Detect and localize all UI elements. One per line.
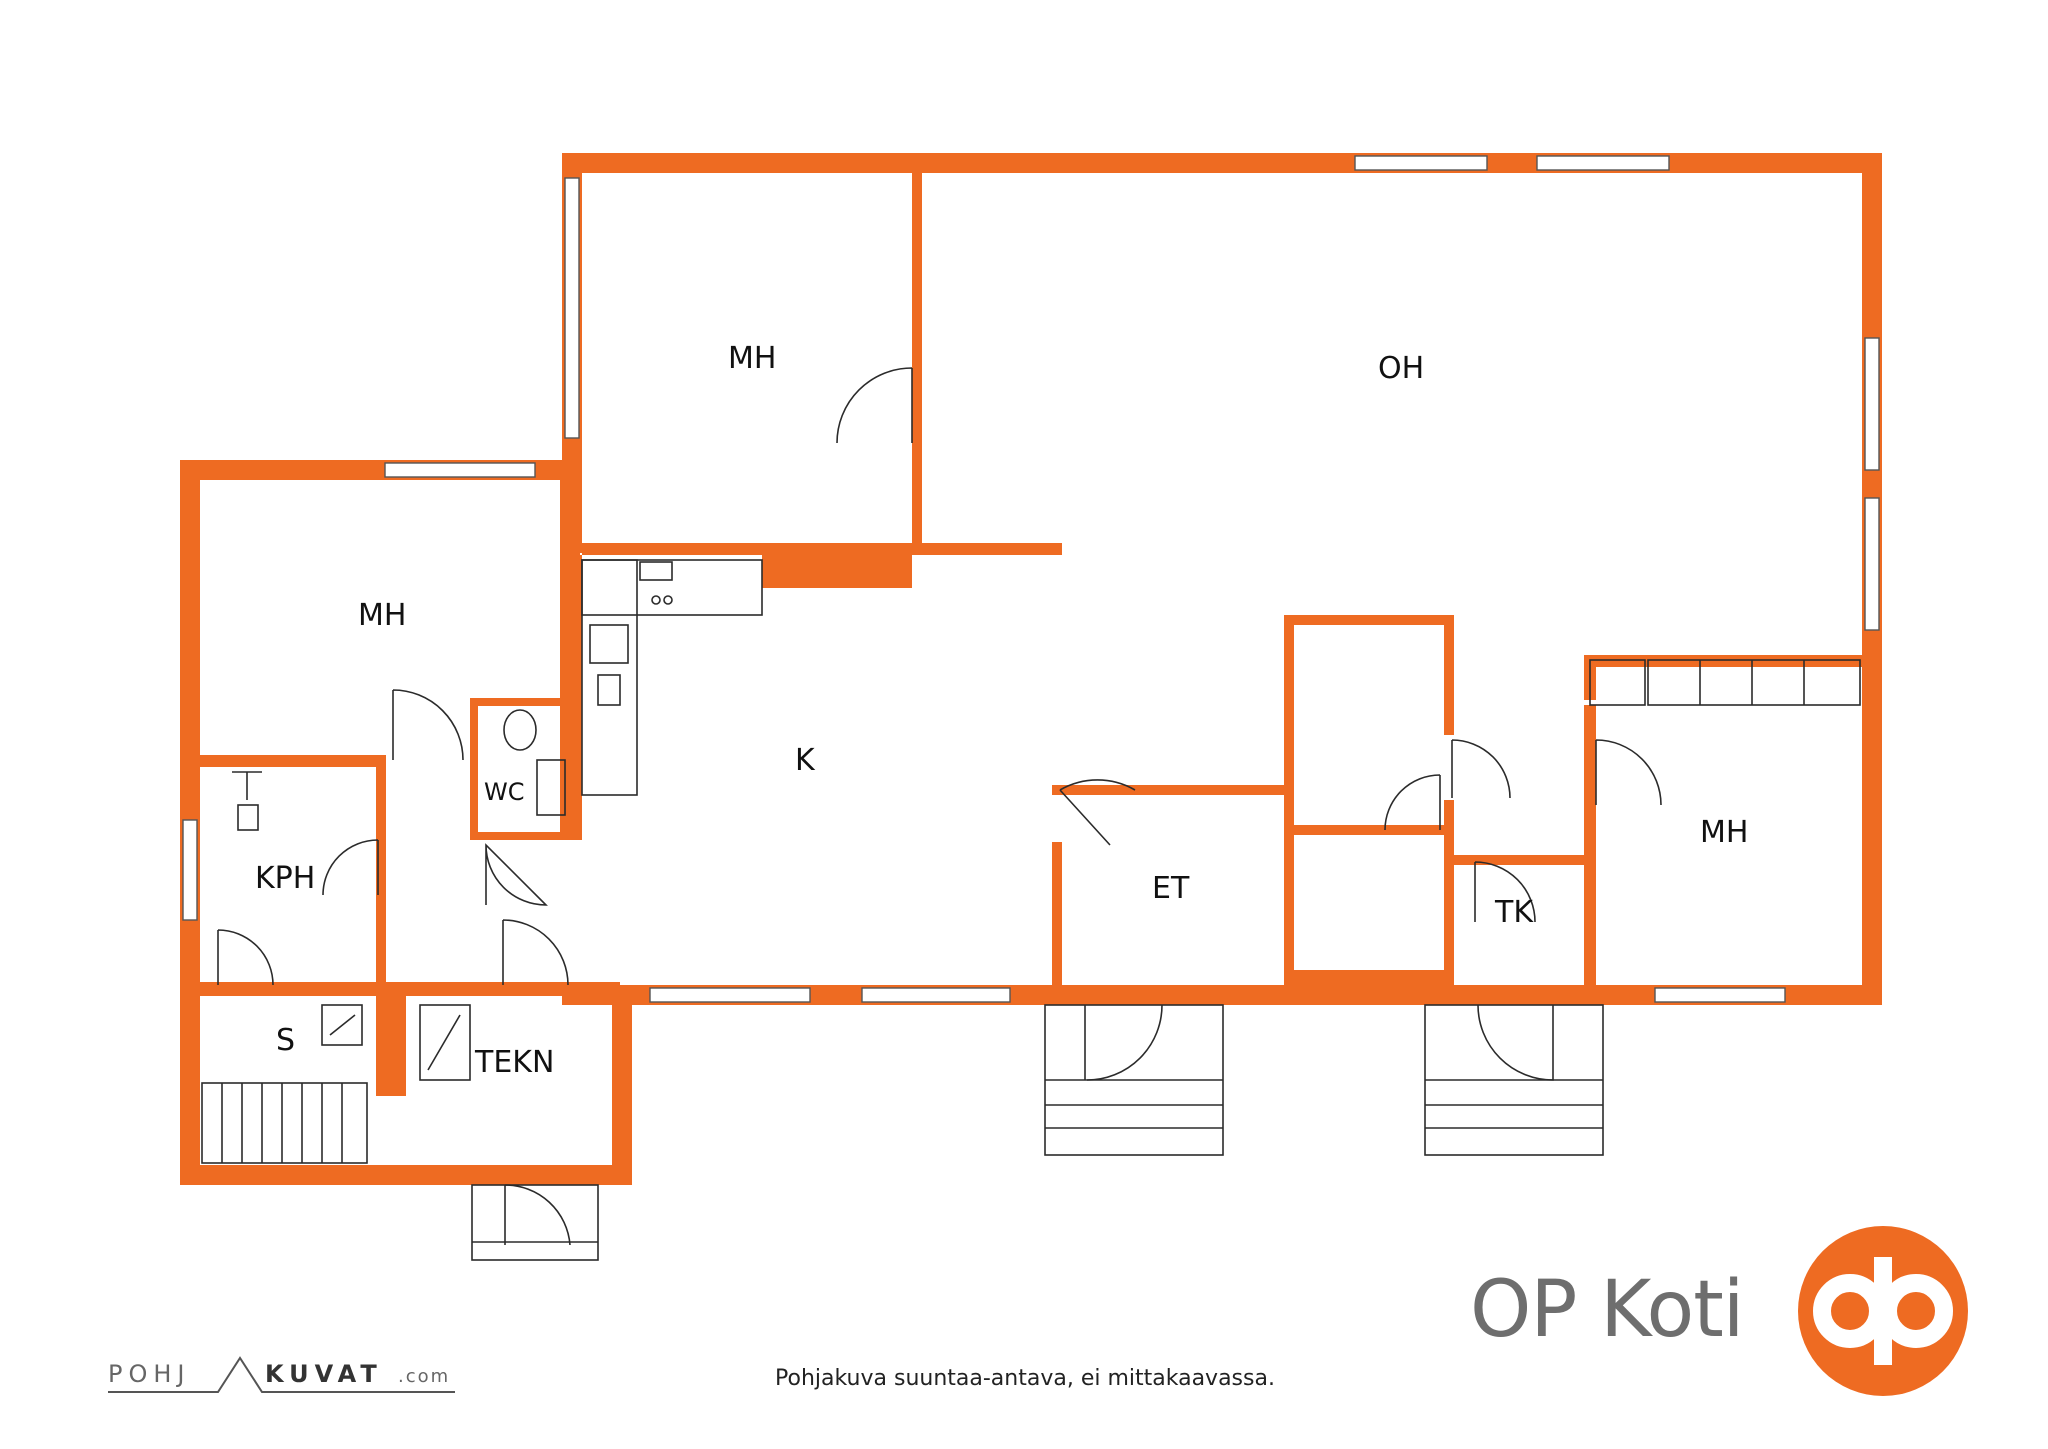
- fixtures: [232, 559, 1861, 1081]
- room-label-tk: TK: [1494, 895, 1534, 930]
- room-labels: MH OH MH K WC KPH ET TK MH S TEKN: [255, 341, 1748, 1080]
- stairs-and-porches: [201, 1004, 1604, 1261]
- pohjakuvat-logo-line: [108, 1356, 455, 1393]
- disclaimer-text: Pohjakuva suuntaa-antava, ei mittakaavas…: [775, 1366, 1275, 1391]
- op-koti-wordmark: OP Koti: [1470, 1265, 1744, 1355]
- windows: [182, 155, 1880, 1003]
- room-label-s: S: [276, 1023, 295, 1058]
- room-label-et: ET: [1152, 871, 1190, 906]
- doors: [217, 367, 1662, 1246]
- room-label-tekn: TEKN: [474, 1045, 554, 1080]
- room-label-mh-left: MH: [358, 598, 406, 633]
- room-label-mh-top: MH: [728, 341, 776, 376]
- op-logo: [1798, 1226, 1968, 1396]
- pohjakuvat-text-right: KUVAT: [265, 1360, 383, 1388]
- room-label-oh: OH: [1378, 351, 1424, 386]
- room-label-mh-right: MH: [1700, 815, 1748, 850]
- room-label-wc: WC: [484, 778, 525, 806]
- interior-walls: [200, 173, 1862, 1096]
- exterior-walls: [180, 153, 1882, 1185]
- room-label-kph: KPH: [255, 861, 315, 896]
- pohjakuvat-text-left: POHJ: [108, 1360, 191, 1388]
- room-label-k: K: [795, 743, 816, 778]
- pohjakuvat-text-suffix: .com: [398, 1366, 451, 1387]
